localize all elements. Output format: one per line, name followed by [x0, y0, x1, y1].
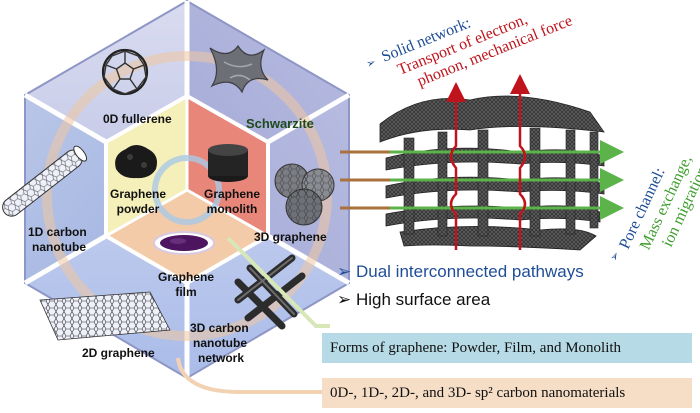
label-3d-graphene: 3D graphene — [254, 230, 327, 244]
bullet-solid-network: ➢ — [365, 56, 378, 71]
label-graphene-monolith-1: Graphene — [204, 187, 260, 201]
2d-graphene-sheet-icon — [39, 291, 171, 341]
3d-graphene-icon — [274, 163, 335, 226]
label-graphene-powder-2: powder — [117, 202, 160, 216]
schwarzite-icon — [209, 44, 269, 94]
carbon-nanomaterials-caption: 0D-, 1D-, 2D-, and 3D- sp² carbon nanoma… — [322, 378, 692, 408]
bullet-text: Dual interconnected pathways — [355, 262, 584, 281]
label-nanotube: nanotube — [32, 240, 86, 254]
graphene-powder-icon — [115, 145, 157, 179]
interconnected-network-illustration — [340, 74, 624, 251]
label-0d-fullerene: 0D fullerene — [103, 112, 172, 126]
graphene-film-icon — [153, 231, 215, 255]
nano-caption-text: 0D-, 1D-, 2D-, and 3D- sp² carbon nanoma… — [330, 384, 626, 401]
bullet-text: High surface area — [355, 290, 491, 309]
label-2d-graphene: 2D graphene — [82, 346, 155, 360]
nanotube-icon — [2, 145, 88, 217]
nano-connector — [176, 357, 322, 394]
bullet-dual-pathways: ➢ Dual interconnected pathways — [337, 262, 584, 282]
label-1d-carbon: 1D carbon — [28, 225, 87, 239]
label-3d-carbon: 3D carbon — [190, 321, 249, 335]
bullet-pore-channel: ➢ — [608, 250, 623, 263]
label-graphene-powder-1: Graphene — [110, 187, 166, 201]
forms-connector — [226, 236, 330, 328]
forms-of-graphene-caption: Forms of graphene: Powder, Film, and Mon… — [322, 333, 692, 363]
label-graphene-film-2: film — [175, 285, 196, 299]
label-schwarzite: Schwarzite — [246, 116, 314, 131]
fullerene-icon — [101, 48, 149, 96]
bullet-high-surface-area: ➢ High surface area — [337, 290, 490, 310]
bullet-arrow-icon: ➢ — [337, 290, 352, 309]
graphene-monolith-icon — [208, 144, 248, 182]
forms-caption-text: Forms of graphene: Powder, Film, and Mon… — [330, 339, 622, 356]
label-graphene-monolith-2: monolith — [207, 202, 258, 216]
cnt-network-icon — [234, 254, 306, 330]
label-network: network — [198, 351, 244, 365]
bullet-arrow-icon: ➢ — [337, 262, 352, 281]
label-graphene-film-1: Graphene — [158, 270, 214, 284]
label-cnt-nanotube: nanotube — [193, 336, 247, 350]
